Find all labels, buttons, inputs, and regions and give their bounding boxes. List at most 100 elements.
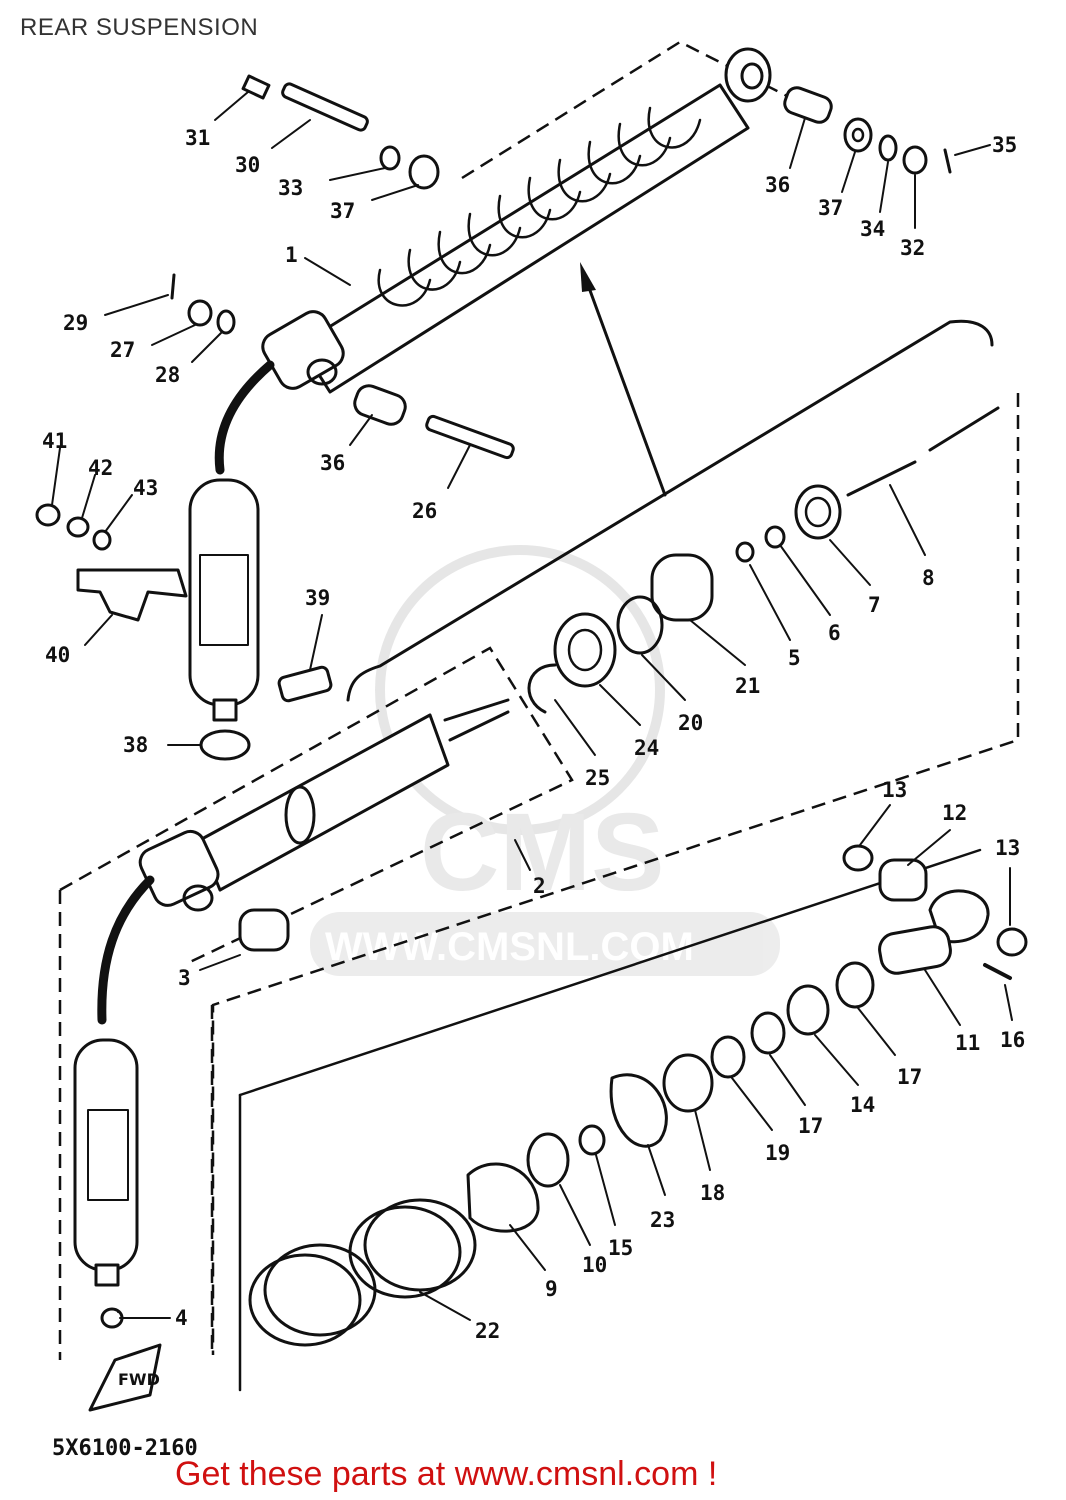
callout-27: 27 [110, 324, 196, 362]
page-title: REAR SUSPENSION [20, 14, 259, 41]
svg-text:16: 16 [1000, 1028, 1025, 1052]
svg-text:30: 30 [235, 153, 260, 177]
callout-38b: 38 [117, 1311, 119, 1313]
svg-text:2: 2 [533, 874, 546, 898]
svg-text:22: 22 [475, 1319, 500, 1343]
svg-text:17: 17 [897, 1065, 922, 1089]
callout-33: 33 [278, 167, 386, 200]
svg-text:10: 10 [582, 1253, 607, 1277]
svg-text:13: 13 [882, 778, 907, 802]
svg-text:35: 35 [992, 133, 1017, 157]
svg-text:25: 25 [585, 766, 610, 790]
callout-38a: 38 [123, 733, 201, 757]
callout-21: 21 [689, 619, 760, 698]
shock-absorber-body [73, 698, 510, 1287]
callout-29: 29 [63, 294, 169, 335]
svg-text:28: 28 [155, 363, 180, 387]
callout-22: 22 [419, 1291, 500, 1343]
svg-text:36: 36 [320, 451, 345, 475]
svg-text:43: 43 [133, 476, 158, 500]
svg-text:26: 26 [412, 499, 437, 523]
svg-text:8: 8 [922, 566, 935, 590]
svg-text:42: 42 [88, 456, 113, 480]
callout-1: 1 [285, 243, 351, 286]
coil-spring [248, 1198, 477, 1347]
svg-text:24: 24 [634, 736, 659, 760]
svg-text:18: 18 [700, 1181, 725, 1205]
svg-text:3: 3 [178, 966, 191, 990]
fwd-arrow-marker: FWD [88, 1343, 162, 1412]
upper-mount-parts [241, 74, 952, 190]
callout-39: 39 [305, 586, 330, 671]
svg-text:23: 23 [650, 1208, 675, 1232]
svg-text:14: 14 [850, 1093, 875, 1117]
callout-11: 11 [924, 969, 980, 1055]
callout-23: 23 [647, 1144, 675, 1232]
callout-labels: 1 2 3 4 5 6 7 8 9 10 11 12 13 13 14 15 1… [42, 91, 1025, 1343]
callout-24: 24 [599, 684, 659, 760]
svg-text:36: 36 [765, 173, 790, 197]
callout-32: 32 [900, 174, 925, 260]
svg-text:37: 37 [330, 199, 355, 223]
callout-43: 43 [104, 476, 158, 533]
shock-spring-coils [377, 106, 702, 307]
callout-17b: 17 [769, 1054, 823, 1138]
callout-13a: 13 [859, 778, 907, 846]
svg-text:29: 29 [63, 311, 88, 335]
cmsnl-parts-link[interactable]: Get these parts at www.cmsnl.com ! [175, 1455, 718, 1493]
callout-2: 2 [514, 839, 546, 898]
svg-text:6: 6 [828, 621, 841, 645]
watermark-text: WWW.CMSNL.COM [325, 925, 694, 969]
callout-3: 3 [178, 954, 241, 990]
callout-42: 42 [81, 456, 113, 519]
callout-9: 9 [509, 1224, 558, 1301]
callout-17a: 17 [857, 1007, 922, 1089]
callout-15: 15 [595, 1154, 633, 1260]
svg-text:31: 31 [185, 126, 210, 150]
svg-text:5: 5 [788, 646, 801, 670]
callout-37a: 37 [818, 151, 856, 220]
callout-25: 25 [554, 699, 610, 790]
callout-18: 18 [694, 1109, 725, 1205]
callout-34: 34 [860, 161, 889, 241]
rear-shock-absorber-assembly [188, 47, 772, 722]
svg-text:40: 40 [45, 643, 70, 667]
callout-5: 5 [749, 564, 801, 670]
svg-text:38: 38 [123, 733, 148, 757]
drawing-code: 5X6100-2160 [52, 1436, 198, 1461]
svg-text:27: 27 [110, 338, 135, 362]
svg-text:21: 21 [735, 674, 760, 698]
svg-text:20: 20 [678, 711, 703, 735]
svg-text:15: 15 [608, 1236, 633, 1260]
svg-text:33: 33 [278, 176, 303, 200]
damper-internal-parts [248, 406, 1028, 1347]
callout-35: 35 [954, 133, 1017, 157]
svg-text:4: 4 [175, 1306, 188, 1330]
svg-text:1: 1 [285, 243, 298, 267]
fwd-label: FWD [118, 1370, 160, 1389]
svg-text:7: 7 [868, 593, 881, 617]
callout-28: 28 [155, 331, 223, 387]
callout-4: 4 [119, 1306, 188, 1330]
arrow [580, 262, 667, 497]
callout-36b: 36 [320, 414, 373, 475]
callout-12: 12 [907, 801, 967, 866]
svg-text:9: 9 [545, 1277, 558, 1301]
callout-19: 19 [731, 1077, 790, 1165]
callout-26: 26 [412, 444, 471, 523]
callout-7: 7 [829, 539, 881, 617]
callout-37b: 37 [330, 184, 419, 223]
callout-40: 40 [45, 614, 113, 667]
svg-text:32: 32 [900, 236, 925, 260]
callout-41: 41 [42, 429, 67, 506]
svg-text:34: 34 [860, 217, 885, 241]
svg-text:37: 37 [818, 196, 843, 220]
svg-text:41: 41 [42, 429, 67, 453]
callout-20: 20 [641, 654, 703, 735]
callout-10: 10 [559, 1184, 607, 1277]
svg-text:19: 19 [765, 1141, 790, 1165]
callout-14: 14 [814, 1034, 875, 1117]
svg-text:12: 12 [942, 801, 967, 825]
watermark: CMS WWW.CMSNL.COM [310, 545, 780, 976]
